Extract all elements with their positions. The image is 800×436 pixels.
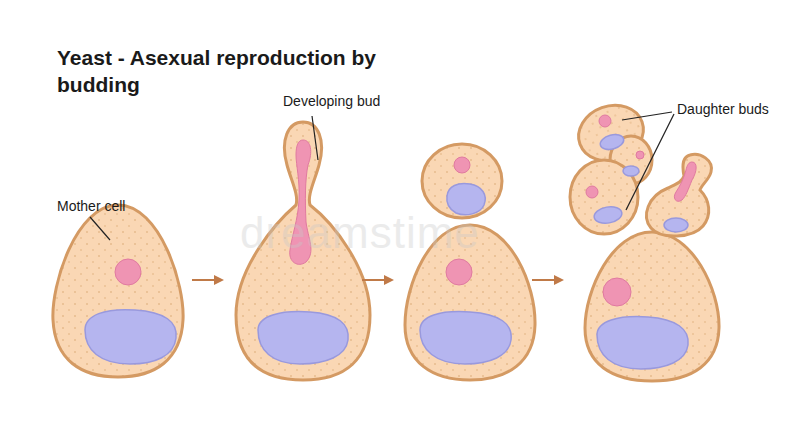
parent-cell — [585, 232, 719, 381]
part-label: Mother cell — [57, 198, 125, 215]
watermark: dreamstime — [240, 208, 480, 258]
part-label: Developing bud — [283, 93, 380, 110]
part-label: Daughter buds — [677, 101, 769, 118]
diagram-title: Yeast - Asexual reproduction by budding — [57, 44, 377, 98]
daughter-bud — [570, 160, 638, 234]
bud-cell — [422, 144, 502, 218]
daughter-bud-budding — [646, 154, 711, 236]
mother-cell — [53, 205, 183, 377]
